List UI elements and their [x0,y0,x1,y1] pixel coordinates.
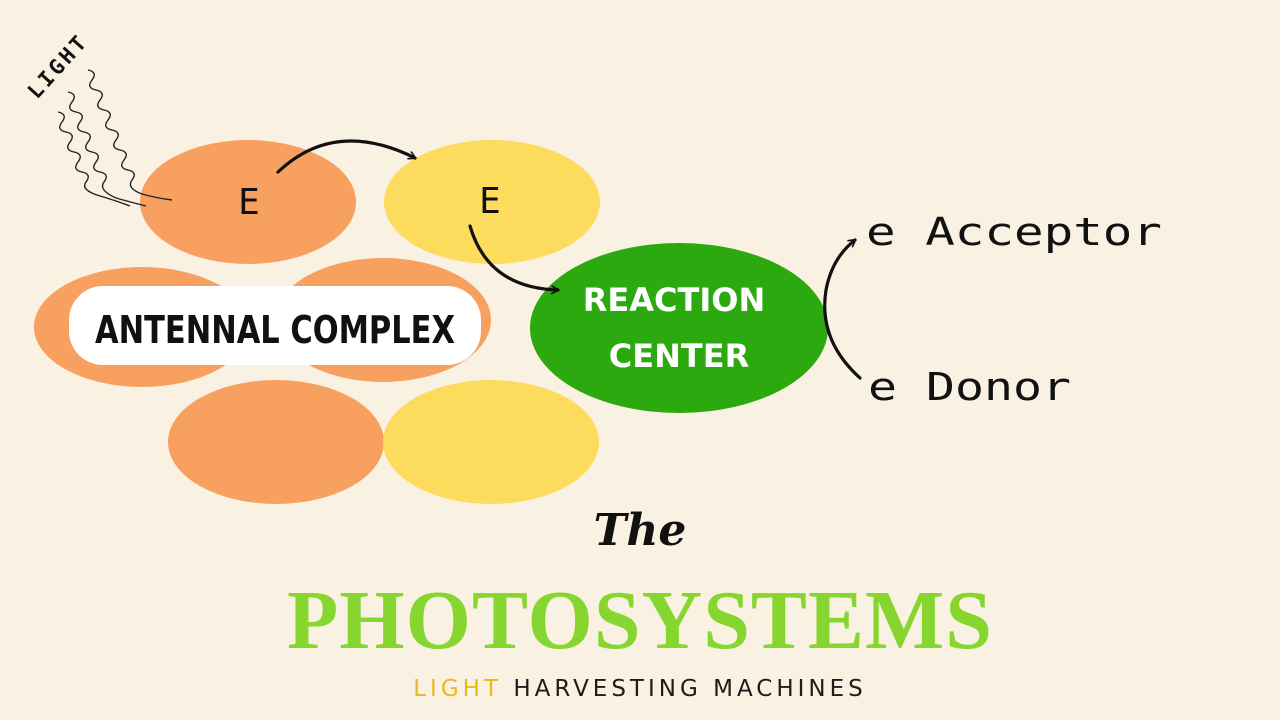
title-the: The [593,505,687,556]
energy-transfer-arrow-1 [276,139,417,174]
subtitle-rest: HARVESTING MACHINES [513,676,867,702]
pigment-ellipse-bottom-orange [168,380,384,504]
reaction-center-label-line2: CENTER [609,337,749,375]
reaction-center-ellipse [530,243,828,413]
pigment-ellipse-bottom-yellow [383,380,599,504]
antenna-label: ANTENNAL COMPLEX [95,308,455,352]
energy-label-1: E [238,182,260,223]
energy-transfer-arrow-2 [468,224,560,290]
reaction-center-label-line1: REACTION [583,281,765,319]
title-photosystems: PHOTOSYSTEMS [287,574,993,667]
subtitle: LIGHT HARVESTING MACHINES [0,676,1280,702]
electron-transfer-arrow [823,238,862,380]
light-wave-3 [57,111,131,207]
subtitle-accent: LIGHT [413,676,502,702]
light-label: LIGHT [23,29,93,103]
energy-label-2: E [479,181,501,222]
pigment-ellipse-top-orange [140,140,356,264]
antenna-label-box [69,286,481,365]
light-wave-lines [57,69,173,207]
electron-donor-label: e Donor [868,365,1071,409]
light-wave-1 [87,69,173,201]
electron-acceptor-label: e Acceptor [866,210,1162,254]
pigment-ellipse-top-yellow [384,140,600,264]
light-wave-2 [67,91,147,207]
